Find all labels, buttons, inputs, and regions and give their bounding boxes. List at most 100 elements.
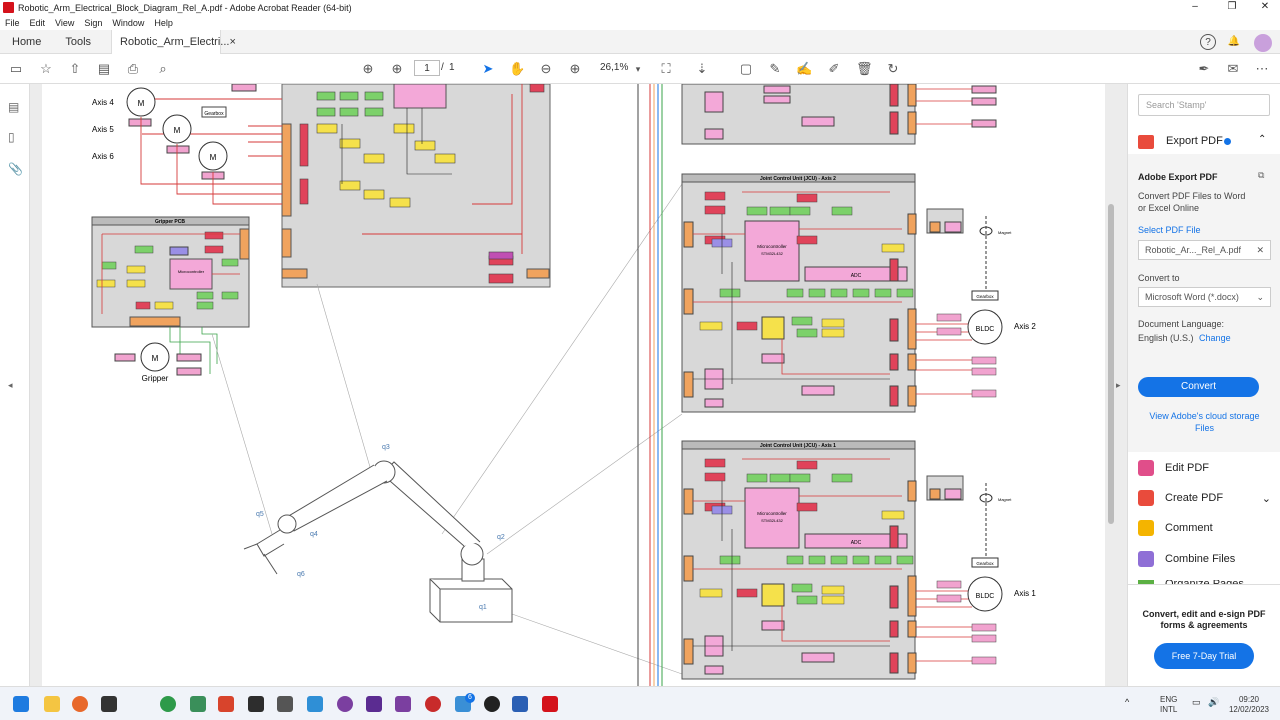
- firefox-icon[interactable]: [72, 696, 88, 712]
- search-tools-input[interactable]: Search 'Stamp': [1138, 94, 1270, 116]
- bookmarks-icon[interactable]: ▯: [8, 130, 15, 144]
- notification-bell-icon[interactable]: 🔔: [1227, 36, 1241, 47]
- find-icon[interactable]: ⌕: [159, 61, 167, 76]
- tab-home[interactable]: Home: [12, 35, 42, 48]
- app-icon[interactable]: [484, 696, 500, 712]
- select-cursor-icon[interactable]: ➤: [482, 61, 494, 76]
- close-window-button[interactable]: ✕: [1260, 1, 1270, 12]
- power-stage: [889, 258, 899, 282]
- draw-icon[interactable]: ✍: [796, 61, 813, 76]
- filter-block: [791, 583, 813, 593]
- tool-combine-files[interactable]: Combine Files: [1138, 551, 1235, 567]
- app-icon[interactable]: [190, 696, 206, 712]
- connector-block: [683, 221, 694, 248]
- app-icon[interactable]: [337, 696, 353, 712]
- acrobat-taskbar-icon[interactable]: [542, 696, 558, 712]
- free-trial-button[interactable]: Free 7-Day Trial: [1154, 643, 1254, 669]
- help-icon[interactable]: ?: [1200, 34, 1216, 50]
- windows-start-icon[interactable]: [13, 696, 29, 712]
- tool-create-pdf[interactable]: Create PDF⌄: [1138, 490, 1271, 506]
- zoom-dropdown-icon[interactable]: ▾: [635, 64, 641, 74]
- page-up-icon[interactable]: ⊕: [362, 61, 374, 76]
- attachments-icon[interactable]: 📎: [8, 162, 23, 176]
- zoom-out-icon[interactable]: ⊖: [540, 61, 552, 76]
- close-tab-icon[interactable]: ×: [229, 35, 236, 48]
- avatar[interactable]: [1254, 34, 1272, 52]
- tab-tools[interactable]: Tools: [65, 35, 92, 48]
- menu-view[interactable]: View: [55, 17, 75, 28]
- selected-file-field[interactable]: Robotic_Ar..._Rel_A.pdf ✕: [1138, 240, 1271, 260]
- app-icon[interactable]: [277, 696, 293, 712]
- protection-block: [796, 460, 818, 470]
- vertical-scrollbar[interactable]: [1108, 204, 1114, 524]
- menu-file[interactable]: File: [5, 17, 20, 28]
- tab-document[interactable]: Robotic_Arm_Electri... ×: [111, 29, 236, 54]
- page-separator: /: [441, 62, 444, 73]
- maximize-button[interactable]: ❐: [1227, 1, 1237, 12]
- word-icon[interactable]: [512, 696, 528, 712]
- app-icon[interactable]: [160, 696, 176, 712]
- app-icon[interactable]: [218, 696, 234, 712]
- print-icon[interactable]: ⎙: [127, 61, 139, 76]
- ide-icon[interactable]: [307, 696, 323, 712]
- collapse-chevron-icon[interactable]: ⌃: [1258, 134, 1267, 145]
- upload-cloud-icon[interactable]: ⇧: [69, 61, 81, 76]
- menu-help[interactable]: Help: [154, 17, 173, 28]
- page-number-input[interactable]: 1: [414, 60, 440, 76]
- highlight-pen-icon[interactable]: ✎: [769, 61, 781, 76]
- volume-icon[interactable]: 🔊: [1208, 697, 1220, 707]
- zoom-in-icon[interactable]: ⊕: [569, 61, 581, 76]
- visual-studio-icon[interactable]: [366, 696, 382, 712]
- app-icon[interactable]: [101, 696, 117, 712]
- show-hidden-icons-icon[interactable]: ^: [1125, 697, 1130, 707]
- more-tools-icon[interactable]: ⋯: [1255, 61, 1269, 76]
- change-language-link[interactable]: Change: [1199, 333, 1231, 343]
- clear-file-icon[interactable]: ✕: [1256, 245, 1264, 255]
- app-icon[interactable]: [425, 696, 441, 712]
- document-canvas[interactable]: M M M Axis 4 Axis 5 Axis 6 Gearbox Gripp…: [30, 84, 1127, 686]
- menu-window[interactable]: Window: [112, 17, 145, 28]
- format-select[interactable]: Microsoft Word (*.docx) ⌄: [1138, 287, 1271, 307]
- fit-page-icon[interactable]: ⛶: [661, 61, 671, 76]
- tool-edit-pdf[interactable]: Edit PDF: [1138, 460, 1209, 476]
- expand-left-panel-icon[interactable]: ◂: [8, 380, 13, 390]
- file-explorer-icon[interactable]: [44, 696, 60, 712]
- rotate-icon[interactable]: ↻: [887, 61, 899, 76]
- menu-edit[interactable]: Edit: [29, 17, 46, 28]
- menu-sign[interactable]: Sign: [84, 17, 103, 28]
- chevron-down-icon: ⌄: [1256, 292, 1264, 302]
- cloud-storage-link[interactable]: View Adobe's cloud storage: [1149, 411, 1260, 421]
- comment-icon[interactable]: ▢: [739, 61, 753, 76]
- adobe-export-title: Adobe Export PDF: [1138, 172, 1218, 182]
- share-file-icon[interactable]: ▤: [97, 61, 111, 76]
- cloud-storage-link-2[interactable]: Files: [1194, 423, 1214, 433]
- magnet-label: Magnet: [998, 230, 1012, 235]
- email-icon[interactable]: ✉: [1227, 61, 1239, 76]
- tool-comment[interactable]: Comment: [1138, 520, 1213, 536]
- expand-right-panel-icon[interactable]: ▸: [1116, 380, 1121, 390]
- network-icon[interactable]: ▭: [1192, 697, 1201, 707]
- page-down-icon[interactable]: ⊕: [391, 61, 403, 76]
- delete-icon[interactable]: 🗑: [856, 61, 873, 76]
- terminal-icon[interactable]: [248, 696, 264, 712]
- minimize-button[interactable]: –: [1192, 1, 1198, 12]
- copy-icon[interactable]: ⧉: [1258, 170, 1265, 180]
- scroll-mode-icon[interactable]: ⇣: [696, 61, 708, 76]
- page-thumbnails-icon[interactable]: ▤: [8, 100, 20, 114]
- arm-joint-label: q5: [256, 511, 264, 518]
- export-pdf-heading[interactable]: Export PDF: [1166, 135, 1223, 147]
- window-title: Robotic_Arm_Electrical_Block_Diagram_Rel…: [18, 2, 352, 13]
- bookmark-star-icon[interactable]: ☆: [40, 61, 52, 76]
- onenote-icon[interactable]: [395, 696, 411, 712]
- convert-button[interactable]: Convert: [1138, 377, 1259, 397]
- edit-text-icon[interactable]: ✐: [828, 61, 840, 76]
- save-icon[interactable]: ▭: [9, 61, 23, 76]
- chevron-down-icon[interactable]: ⌄: [1261, 492, 1271, 505]
- fill-sign-icon[interactable]: ✒: [1198, 61, 1210, 76]
- hand-tool-icon[interactable]: ✋: [509, 61, 526, 76]
- zoom-level[interactable]: 26,1%: [600, 62, 629, 73]
- select-pdf-file-link[interactable]: Select PDF File: [1138, 225, 1201, 235]
